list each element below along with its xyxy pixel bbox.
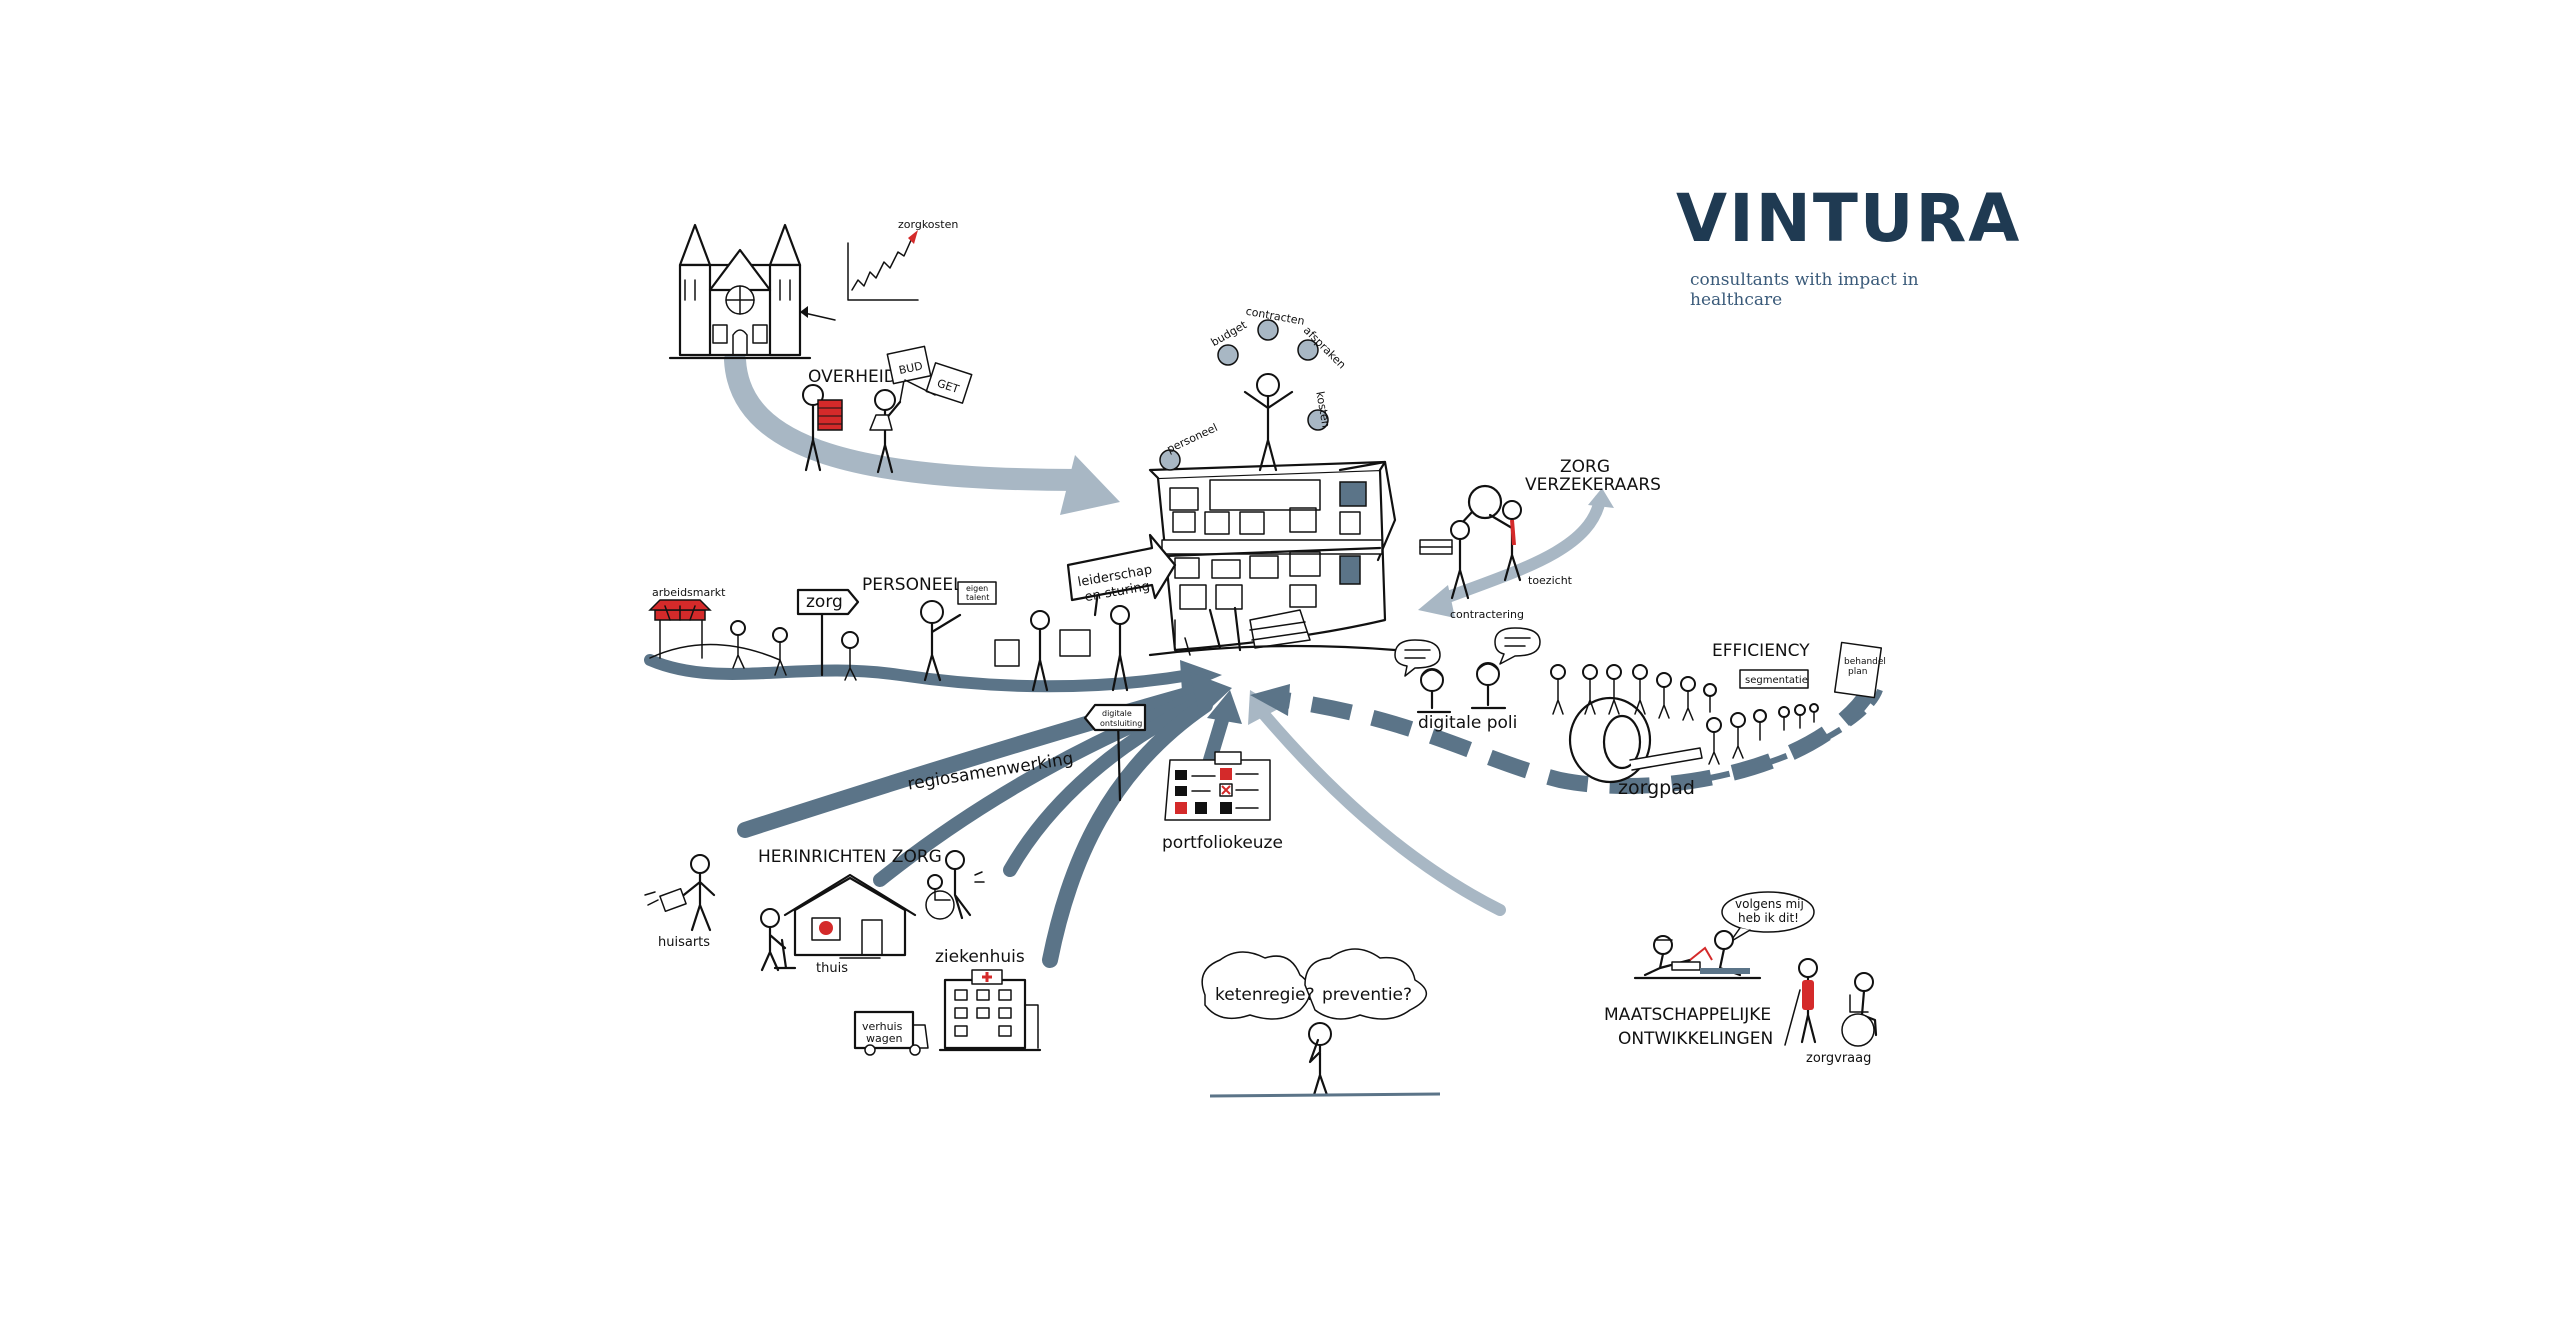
- vintura-logo: VINTURA consultants with impact in healt…: [1656, 176, 2019, 310]
- care-redesign: HERINRICHTEN ZORG huisarts thuis ziekenh…: [644, 847, 1042, 1056]
- bud-label: BUD: [898, 359, 924, 377]
- zorg-sign-label: zorg: [806, 592, 843, 612]
- personeel-arrowhead: [1180, 660, 1222, 692]
- ketenregie-label: ketenregie?: [1215, 985, 1315, 1005]
- overheid-label: OVERHEID: [808, 367, 897, 387]
- arbeidsmarkt-label: arbeidsmarkt: [652, 586, 726, 599]
- personeel-label: PERSONEEL: [862, 575, 963, 595]
- eigen-talent-label-2: talent: [966, 593, 989, 602]
- logo-tagline: consultants with impact in healthcare: [1690, 270, 1919, 310]
- personeel-arrow: [644, 654, 1196, 693]
- zorgkosten-label: zorgkosten: [898, 218, 958, 231]
- digitale-ontsluiting-label-1: digitale: [1102, 709, 1132, 718]
- zorgvraag-label: zorgvraag: [1806, 1051, 1871, 1066]
- regio-arrow-3: [1003, 693, 1212, 877]
- overheid-figures: OVERHEID BUD GET: [802, 345, 973, 474]
- maatschappij-arrow: [1256, 706, 1506, 916]
- volgens-label-1: volgens mij: [1735, 897, 1804, 911]
- portfoliokeuze-label: portfoliokeuze: [1162, 833, 1283, 853]
- thuis-label: thuis: [816, 961, 848, 976]
- logo-wordmark: VINTURA: [1676, 180, 2022, 257]
- regio-arrow-2: [873, 688, 1212, 887]
- contractering-label: contractering: [1450, 608, 1524, 621]
- insurers: ZORG VERZEKERAARS toezicht contractering: [1419, 457, 1661, 621]
- societal-developments: volgens mij heb ik dit! MAATSCHAPPELIJKE…: [1604, 891, 1878, 1066]
- zorg-verzekeraars-label-2: VERZEKERAARS: [1525, 475, 1661, 495]
- thinker: ketenregie? preventie?: [1201, 948, 1441, 1098]
- digitale-poli-label: digitale poli: [1418, 713, 1517, 733]
- zorgpad-label: zorgpad: [1618, 777, 1695, 799]
- volgens-label-2: heb ik dit!: [1738, 911, 1799, 925]
- segmentatie-label: segmentatie: [1745, 675, 1808, 686]
- behandelplan-label-1: behandel: [1844, 657, 1886, 667]
- verhuiswagen-label-1: verhuis: [862, 1020, 903, 1033]
- regio-arrow-4: [1042, 697, 1213, 968]
- verhuiswagen-label-2: wagen: [866, 1032, 902, 1045]
- maatschappelijke-label: MAATSCHAPPELIJKE: [1604, 1005, 1771, 1025]
- queue-people: [1550, 664, 1819, 765]
- toezicht-label: toezicht: [1528, 574, 1573, 587]
- huisarts-label: huisarts: [658, 935, 710, 950]
- personeel-ball-label: personeel: [1165, 421, 1220, 456]
- efficiency-area: EFFICIENCY segmentatie behandel plan zor…: [1550, 641, 1886, 799]
- regio-arrowhead: [1190, 672, 1232, 718]
- ontwikkelingen-label: ONTWIKKELINGEN: [1618, 1029, 1773, 1049]
- efficiency-arrowhead: [1250, 684, 1290, 716]
- preventie-label: preventie?: [1322, 985, 1412, 1005]
- healthcare-cost-chart: zorgkosten: [799, 218, 958, 321]
- verzekeraars-arrow: [1434, 494, 1606, 606]
- efficiency-label: EFFICIENCY: [1712, 641, 1810, 661]
- central-organisation-building: budget contracten afspraken kosten perso…: [1148, 305, 1397, 657]
- overheid-arrowhead: [1060, 455, 1120, 515]
- verzekeraars-arrowtop: [1588, 488, 1614, 508]
- behandelplan-label-2: plan: [1848, 667, 1867, 677]
- eigen-talent-label-1: eigen: [966, 584, 988, 593]
- portfolio-choice: portfoliokeuze: [1162, 751, 1283, 853]
- herinrichten-zorg-label: HERINRICHTEN ZORG: [758, 847, 942, 867]
- maatschappij-arrowhead: [1248, 690, 1280, 725]
- government-building: [668, 223, 812, 360]
- kosten-ball-label: kosten: [1313, 390, 1332, 428]
- verzekeraars-arrowhead: [1418, 585, 1455, 618]
- ziekenhuis-label: ziekenhuis: [935, 947, 1025, 967]
- digitale-ontsluiting-label-2: ontsluiting: [1100, 719, 1142, 728]
- overheid-arrow: [724, 349, 1091, 491]
- zorgpad-dash: [1709, 688, 1883, 781]
- staff-road: arbeidsmarkt zorg PERSONEEL eigen talent…: [648, 533, 1177, 692]
- zorg-verzekeraars-label-1: ZORG: [1560, 457, 1610, 477]
- portfolio-arrowhead: [1207, 690, 1242, 724]
- digital-clinic: digitale poli: [1394, 627, 1541, 733]
